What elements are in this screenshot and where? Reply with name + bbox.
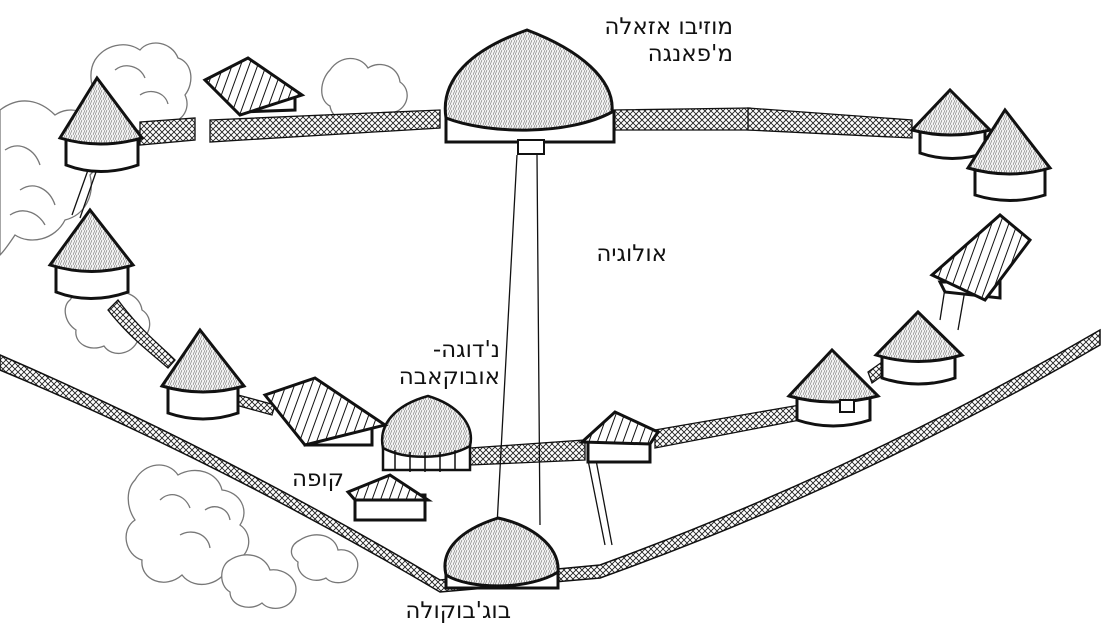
domed-hut-icon <box>443 516 560 590</box>
domed-hut-icon <box>443 28 616 155</box>
outer-fence <box>0 328 1101 593</box>
fence-icon <box>107 107 913 466</box>
royal-enclosure-line-1: מוזיבו אזאלה <box>604 14 733 40</box>
royal-enclosure-label: מוזיבו אזאלה מ'פאנגה <box>604 14 733 68</box>
great-wife-house-label: נ'דוגה- אובוקאבה <box>399 337 500 391</box>
hut-icon <box>873 309 965 386</box>
hut-icon <box>57 75 145 173</box>
path-lines <box>71 154 966 546</box>
hut-icon <box>786 347 881 428</box>
granary-icon <box>202 56 306 117</box>
granary-icon <box>578 410 661 464</box>
royal-enclosure-line-2: מ'פאנגה <box>647 41 733 67</box>
great-wife-house-line-1: נ'דוגה- <box>432 337 500 363</box>
domed-hut-icon <box>380 394 473 472</box>
courtyard-label: אולוגיה <box>596 241 667 267</box>
granary-icon <box>929 213 1033 302</box>
granary-icon <box>345 473 434 522</box>
great-wife-house-line-2: אובוקאבה <box>398 364 500 390</box>
hut-icon <box>159 327 247 421</box>
store-label: קופה <box>292 466 344 492</box>
tree-icon <box>221 554 297 610</box>
granary-icon <box>262 376 389 447</box>
tree-icon <box>125 464 250 585</box>
hut-icon <box>47 207 136 300</box>
hut-icon <box>909 87 993 160</box>
entrance-house-label: בוג'בוקולה <box>405 598 511 624</box>
hut-icon <box>965 107 1053 202</box>
tree-icon <box>290 534 359 584</box>
